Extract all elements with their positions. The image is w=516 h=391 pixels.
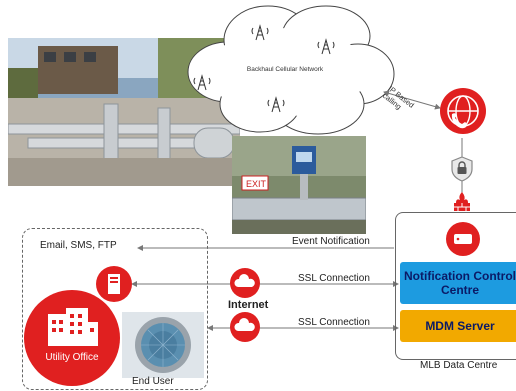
cloud-label: Backhaul Cellular Network [246, 66, 324, 73]
meter-photo: EXIT [232, 136, 366, 234]
data-centre-box [395, 212, 516, 360]
mdm-server: MDM Server [400, 310, 516, 342]
end-user-photo [122, 312, 204, 378]
utility-office-label: Utility Office [45, 352, 99, 363]
cellular-network-cloud [168, 0, 400, 140]
end-user-label: End User [132, 376, 174, 387]
event-notification-label: Event Notification [292, 236, 370, 247]
ssl-connection-label: SSL Connection [298, 273, 370, 284]
ssl-connection-label: SSL Connection [298, 317, 370, 328]
voip-gateway-icon [440, 88, 486, 134]
server-icon [446, 222, 480, 256]
data-centre-label: MLB Data Centre [420, 360, 498, 371]
notification-control-centre: Notification Control Centre [400, 262, 516, 304]
firewall-icon [452, 192, 472, 217]
internet-cloud-icon [230, 268, 260, 298]
lock-shield-icon [450, 156, 474, 187]
utility-office-icon [24, 290, 120, 386]
svg-text:EXIT: EXIT [246, 179, 267, 189]
email-sms-ftp-label: Email, SMS, FTP [40, 240, 117, 251]
computer-icon [96, 266, 132, 302]
internet-label: Internet [228, 299, 269, 311]
internet-cloud-icon [230, 312, 260, 342]
